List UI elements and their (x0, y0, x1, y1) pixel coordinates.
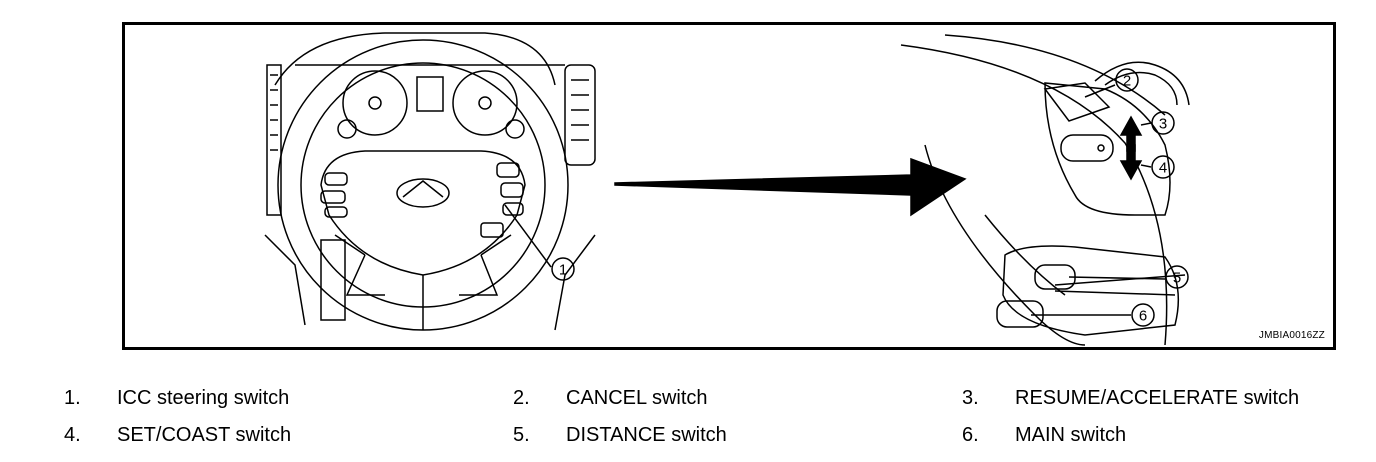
zoom-arrow (614, 157, 967, 217)
callout-label-3: 3 (1159, 116, 1167, 133)
callout-circle-2 (1115, 68, 1139, 92)
legend-number: 5. (513, 424, 530, 446)
callout-label-6: 6 (1139, 308, 1147, 325)
left-air-vent (266, 64, 282, 216)
leader-line-4 (1140, 164, 1152, 168)
switch-closeup-view (900, 34, 1190, 346)
steering-hub (320, 150, 526, 276)
resume-set-rocker (1060, 134, 1114, 162)
legend-number: 4. (64, 424, 81, 446)
cancel-switch-shape (1043, 82, 1111, 122)
callout-circle-4 (1151, 155, 1175, 179)
diagram-figure: 1 2 3 4 5 6 JMBIA0016ZZ (122, 22, 1336, 350)
legend: 1. ICC steering switch 2. CANCEL switch … (0, 378, 1376, 458)
dashboard-left-view (264, 32, 596, 331)
info-display (416, 76, 444, 112)
callout-label-1: 1 (559, 262, 567, 279)
callout-circle-1 (551, 257, 575, 281)
legend-number: 1. (64, 387, 81, 409)
legend-label: RESUME/ACCELERATE switch (1015, 387, 1300, 409)
legend-number: 6. (962, 424, 979, 446)
icc-switch-cluster-outline (496, 162, 520, 178)
figure-id: JMBIA0016ZZ (1258, 330, 1325, 341)
legend-label: MAIN switch (1015, 424, 1127, 446)
callout-label-5: 5 (1173, 270, 1181, 287)
infiniti-logo (396, 178, 450, 208)
legend-number: 2. (513, 387, 530, 409)
leader-line-1 (504, 204, 552, 268)
legend-label: ICC steering switch (117, 387, 290, 409)
callout-label-4: 4 (1159, 160, 1167, 177)
leader-line-3 (1140, 122, 1152, 126)
legend-label: CANCEL switch (566, 387, 708, 409)
callout-label-2: 2 (1123, 73, 1131, 90)
callout-circle-5 (1165, 265, 1189, 289)
callout-circle-3 (1151, 111, 1175, 135)
down-arrow (1119, 144, 1143, 181)
switch-pad-lower (1002, 245, 1180, 336)
diagram-drawing: 1 2 3 4 5 6 (264, 32, 1190, 346)
speedometer-gauge (452, 70, 518, 136)
right-air-vent (564, 64, 596, 166)
switch-pad-upper (1044, 82, 1171, 216)
legend-label: DISTANCE switch (566, 424, 727, 446)
legend-label: SET/COAST switch (117, 424, 292, 446)
main-switch-shape (996, 300, 1044, 328)
leader-line-2 (1084, 84, 1116, 98)
callout-circle-6 (1131, 303, 1155, 327)
up-arrow (1119, 115, 1143, 152)
leader-line-5 (1068, 276, 1166, 280)
legend-number: 3. (962, 387, 979, 409)
tachometer-gauge (342, 70, 408, 136)
